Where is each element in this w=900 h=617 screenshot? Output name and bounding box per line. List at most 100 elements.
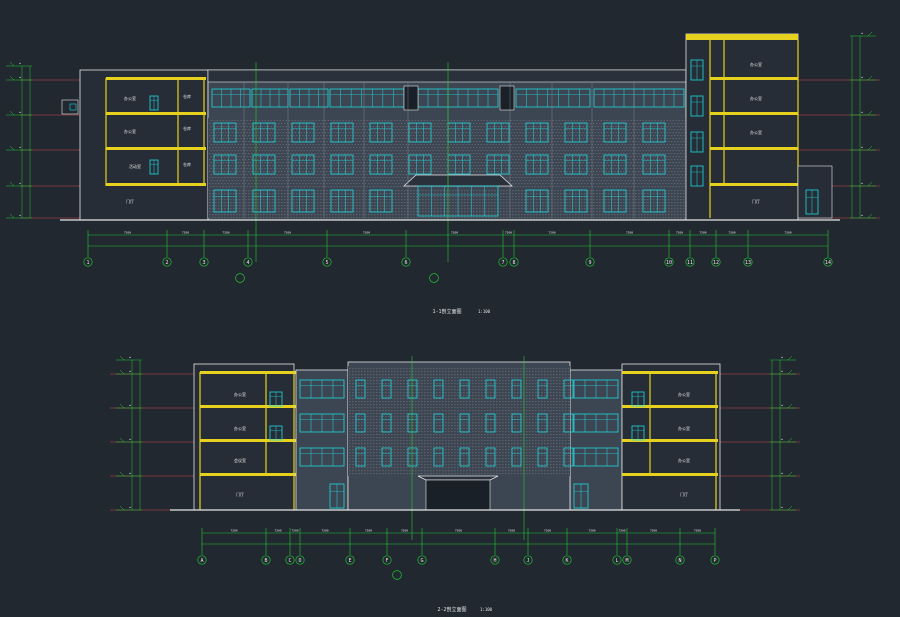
brick xyxy=(428,171,430,173)
brick xyxy=(659,199,661,201)
brick xyxy=(422,190,424,192)
brick xyxy=(527,199,529,201)
brick xyxy=(296,165,298,167)
brick xyxy=(413,159,415,161)
brick xyxy=(278,211,280,213)
brick xyxy=(342,156,345,158)
brick xyxy=(350,171,352,173)
brick xyxy=(594,186,597,188)
brick xyxy=(674,190,676,192)
brick xyxy=(465,186,468,188)
brick xyxy=(233,183,235,185)
brick xyxy=(384,180,387,182)
brick xyxy=(590,153,592,155)
brick xyxy=(371,165,373,167)
brick xyxy=(392,153,394,155)
brick xyxy=(353,135,355,137)
brick xyxy=(582,144,585,146)
brick xyxy=(234,132,237,134)
brick xyxy=(416,171,418,173)
brick xyxy=(212,153,214,155)
brick xyxy=(638,205,640,207)
brick xyxy=(465,144,468,146)
brick xyxy=(308,202,310,204)
brick xyxy=(236,159,238,161)
brick xyxy=(257,135,259,137)
brick xyxy=(677,123,679,125)
brick xyxy=(404,183,406,185)
brick xyxy=(371,202,373,204)
brick xyxy=(326,183,328,185)
brick xyxy=(584,205,586,207)
floor-slab xyxy=(106,147,206,150)
brick xyxy=(285,120,288,122)
brick xyxy=(639,186,642,188)
brick xyxy=(678,174,681,176)
brick xyxy=(356,135,358,137)
brick xyxy=(395,165,397,167)
brick xyxy=(267,162,270,164)
brick xyxy=(422,196,424,198)
brick xyxy=(371,177,373,179)
brick xyxy=(260,193,262,195)
brick xyxy=(488,129,490,131)
brick xyxy=(254,183,256,185)
brick xyxy=(317,123,319,125)
brick xyxy=(308,199,310,201)
brick xyxy=(279,150,282,152)
brick xyxy=(528,150,531,152)
brick xyxy=(674,159,676,161)
brick xyxy=(675,174,678,176)
brick xyxy=(503,159,505,161)
brick xyxy=(603,150,606,152)
brick xyxy=(537,150,540,152)
brick xyxy=(680,190,682,192)
brick xyxy=(377,129,379,131)
brick xyxy=(609,174,612,176)
brick xyxy=(312,144,315,146)
brick xyxy=(605,177,607,179)
brick xyxy=(602,199,604,201)
brick xyxy=(527,183,529,185)
brick xyxy=(311,129,313,131)
brick xyxy=(491,196,493,198)
brick xyxy=(636,186,639,188)
brick xyxy=(536,193,538,195)
brick xyxy=(278,171,280,173)
brick xyxy=(627,126,630,128)
brick xyxy=(537,186,540,188)
brick xyxy=(395,129,397,131)
brick xyxy=(213,180,216,182)
brick xyxy=(327,150,330,152)
brick xyxy=(290,190,292,192)
brick xyxy=(684,174,687,176)
brick xyxy=(491,199,493,201)
brick xyxy=(419,202,421,204)
brick xyxy=(237,138,240,140)
brick xyxy=(404,208,406,210)
brick xyxy=(683,159,685,161)
brick xyxy=(230,147,232,149)
brick xyxy=(629,171,631,173)
brick xyxy=(536,205,538,207)
brick xyxy=(467,123,469,125)
brick xyxy=(456,168,459,170)
brick xyxy=(638,123,640,125)
brick xyxy=(330,120,333,122)
brick xyxy=(342,132,345,134)
brick xyxy=(534,126,537,128)
brick xyxy=(446,208,448,210)
brick xyxy=(393,168,396,170)
brick xyxy=(369,186,372,188)
brick xyxy=(524,202,526,204)
brick xyxy=(435,126,438,128)
brick xyxy=(380,177,382,179)
brick xyxy=(621,120,624,122)
brick xyxy=(344,202,346,204)
brick xyxy=(578,193,580,195)
brick xyxy=(440,135,442,137)
brick xyxy=(350,193,352,195)
room-label: 仓库 xyxy=(183,93,191,99)
brick xyxy=(261,156,264,158)
brick xyxy=(290,153,292,155)
